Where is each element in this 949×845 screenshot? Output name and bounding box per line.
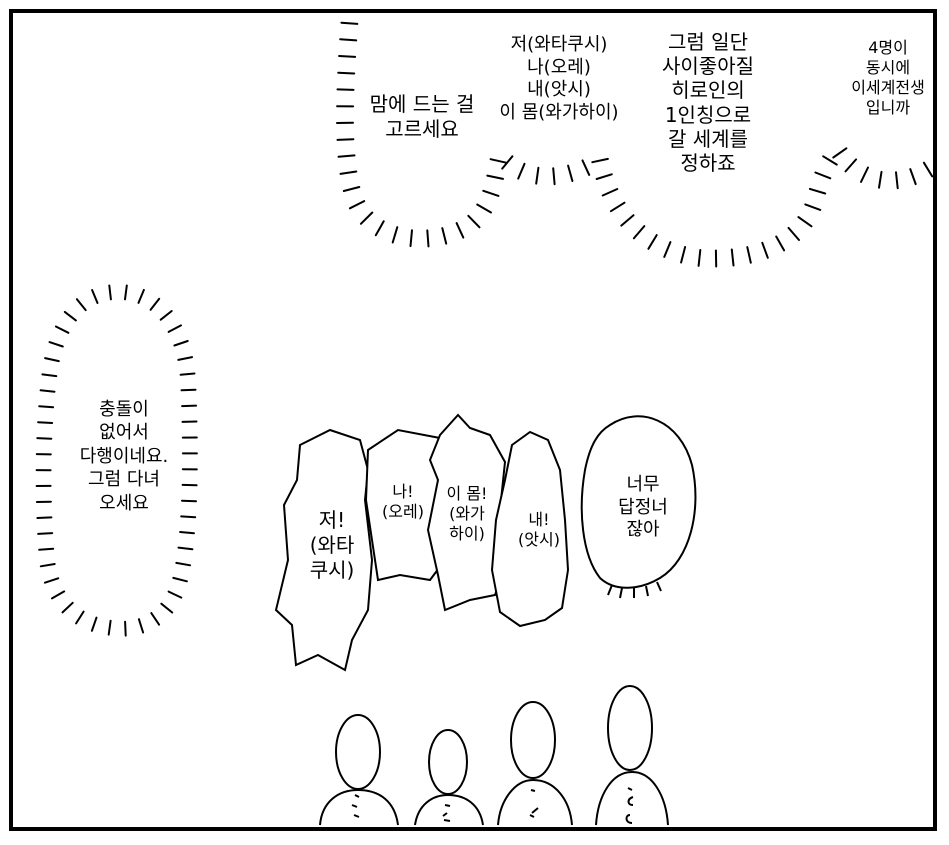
- caption-four-people: 4명이 동시에 이세계전생 입니까: [851, 38, 925, 117]
- character-head-2: [428, 729, 468, 795]
- shout-text-1: 저! (와타 쿠시): [309, 508, 355, 582]
- caption-heroine: 그럼 일단 사이좋아질 히로인의 1인칭으로 갈 세계를 정하죠: [662, 30, 754, 175]
- shout-balloon-1: [274, 428, 374, 672]
- caption-choose: 맘에 드는 걸 고르세요: [369, 92, 475, 141]
- comic-panel: [9, 9, 937, 831]
- character-head-4: [607, 685, 653, 771]
- caption-no-conflict: 충돌이 없어서 다행이네요. 그럼 다녀 오세요: [79, 399, 169, 514]
- retort-balloon: [580, 415, 697, 589]
- characters: [319, 685, 669, 826]
- character-body-4: [595, 770, 669, 826]
- shout-balloon-4: [490, 430, 570, 628]
- shout-text-4: 내! (앗시): [518, 510, 560, 549]
- character-head-1: [335, 714, 381, 790]
- character-body-1: [319, 788, 399, 826]
- caption-retort: 너무 답정너 잖아: [618, 474, 668, 540]
- shout-text-2: 나! (오레): [382, 482, 424, 521]
- shout-text-3: 이 몸! (와가 하이): [446, 484, 488, 543]
- shout-balloon-3: [426, 413, 510, 612]
- top-bubble-outline: [336, 21, 934, 268]
- caption-pronouns: 저(와타쿠시) 나(오레) 내(앗시) 이 몸(와가하이): [499, 34, 619, 123]
- character-body-3: [497, 778, 573, 826]
- character-body-2: [414, 793, 484, 826]
- left-bubble-outline: [35, 284, 198, 637]
- character-head-3: [510, 701, 556, 779]
